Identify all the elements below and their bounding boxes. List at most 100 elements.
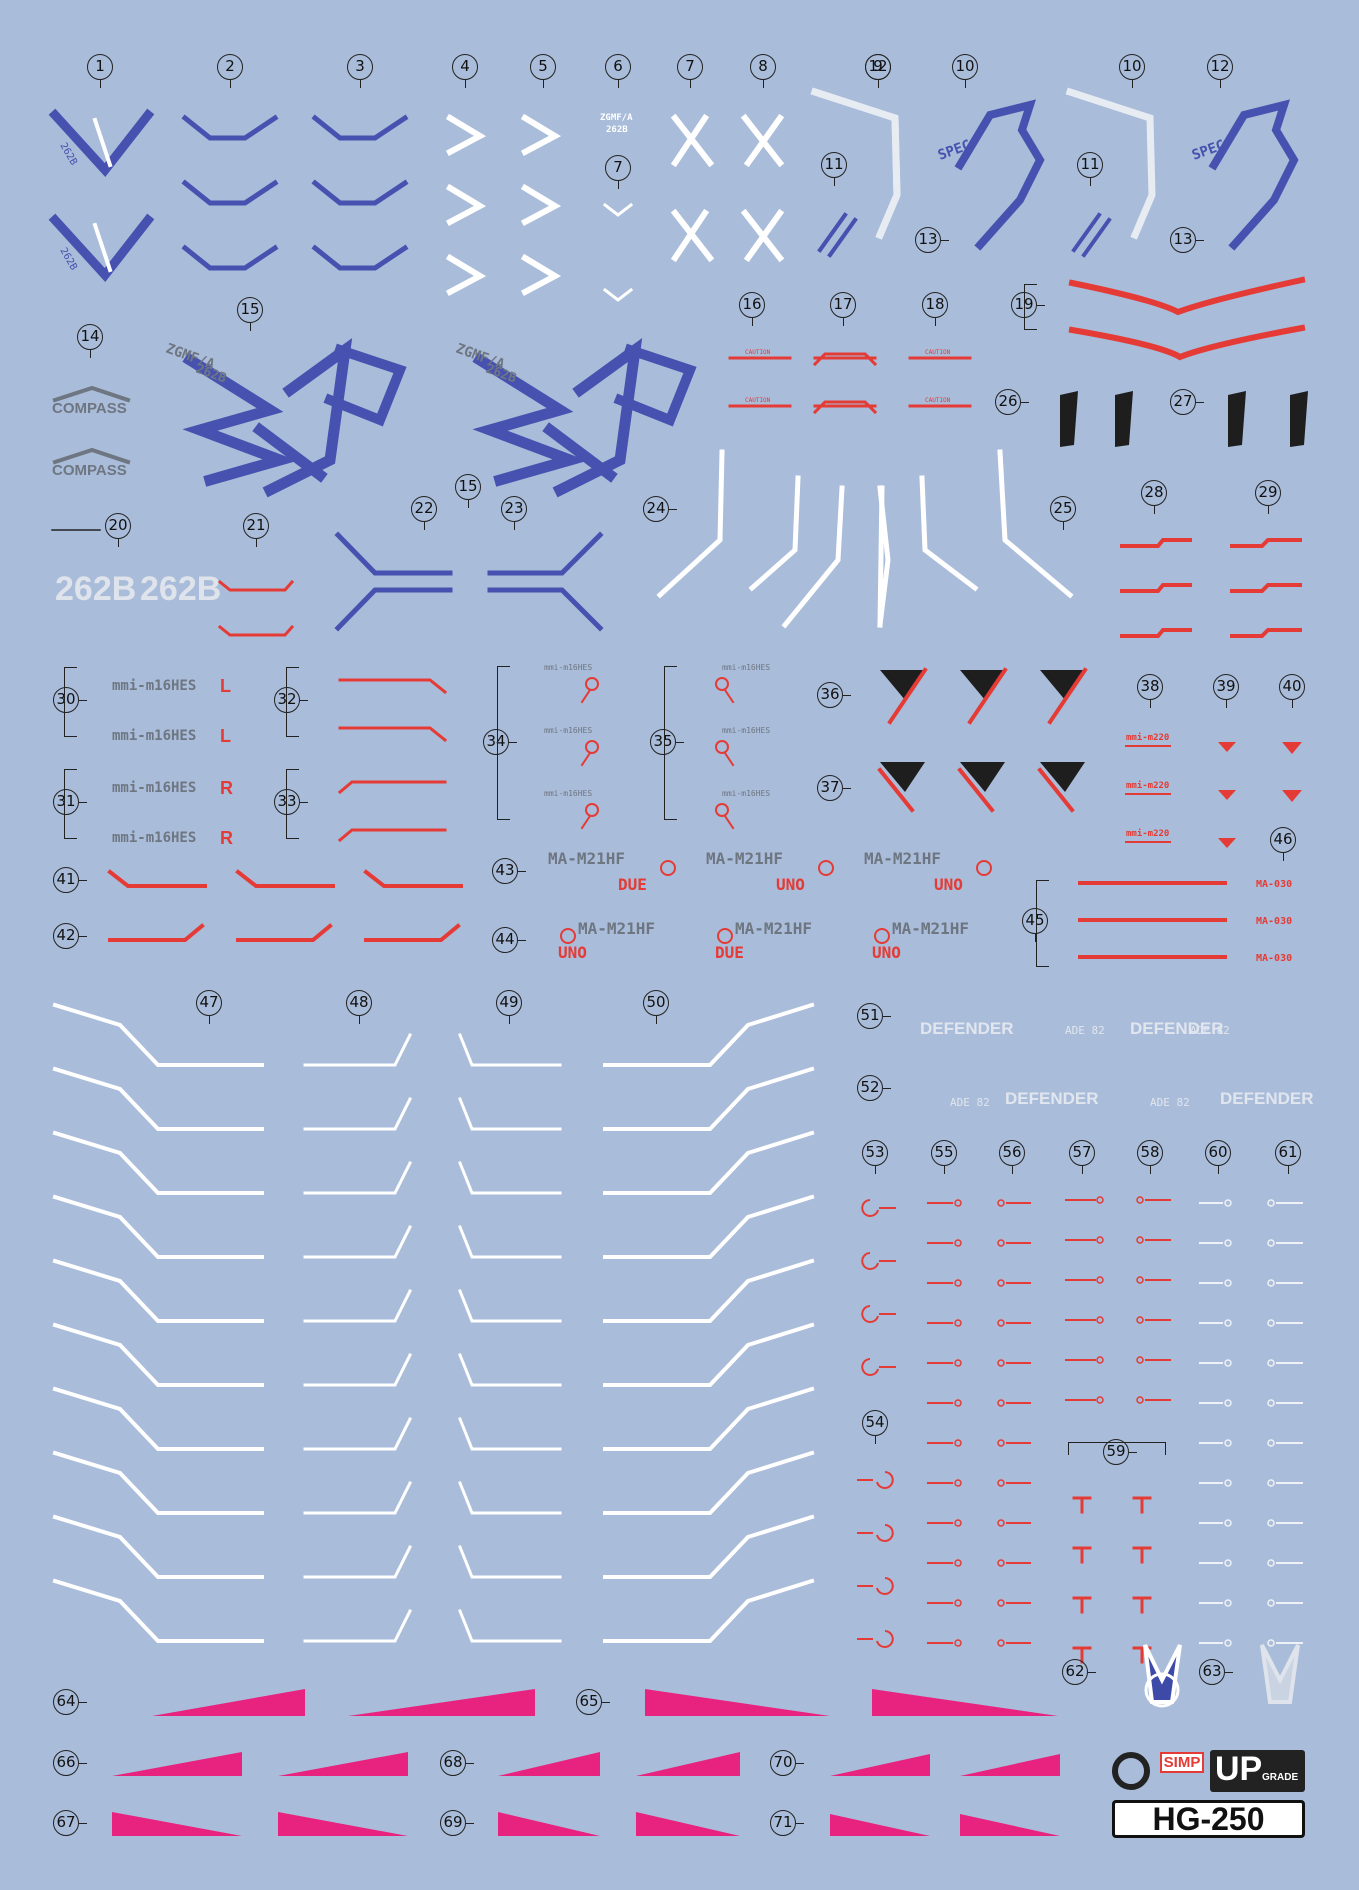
decal-35-circle	[715, 677, 729, 691]
decal-48-stripe	[303, 1224, 413, 1259]
decal-36-black	[880, 670, 925, 700]
part-number-24: 24	[643, 496, 677, 522]
decal-20-number: 262B	[55, 570, 136, 608]
decal-61-dot	[1267, 1239, 1275, 1247]
decal-42-bracket	[108, 923, 205, 942]
decal-37-red	[957, 767, 995, 813]
decal-46-text: MA-030	[1256, 879, 1292, 890]
part-number-68: 68	[440, 1750, 474, 1776]
decal-49-stripe	[458, 1225, 562, 1259]
decal-52-ade2: ADE 82	[1150, 1096, 1190, 1109]
simp-logo: SIMP	[1160, 1752, 1204, 1773]
decal-55-dot	[954, 1439, 962, 1447]
part-number-29: 29	[1255, 480, 1281, 514]
part-number-35: 35	[650, 729, 684, 755]
bracket-45	[1036, 880, 1049, 967]
decal-16-caution: CAUTION	[745, 349, 771, 356]
decal-14-arch	[52, 385, 131, 403]
decal-47-stripe	[52, 1450, 264, 1515]
bracket-30	[64, 667, 77, 737]
decal-2-bracket	[181, 179, 279, 206]
decal-69-wedge	[636, 1812, 740, 1836]
decal-33-line	[337, 828, 447, 843]
part-number-12: 12	[1207, 54, 1233, 88]
decal-2-bracket	[181, 114, 279, 141]
part-number-61: 61	[1275, 1140, 1301, 1174]
decal-22-lower	[334, 587, 453, 632]
decal-43-text: MA-M21HF	[864, 849, 941, 868]
decal-51-text: DEFENDER	[1005, 1089, 1099, 1108]
decal-47-stripe	[52, 1578, 264, 1643]
part-number-60: 60	[1205, 1140, 1231, 1174]
part-number-53: 53	[862, 1140, 888, 1174]
decal-27-fin	[1290, 391, 1308, 447]
decal-24-stripe	[919, 475, 979, 592]
decal-34-circle	[585, 803, 599, 817]
decal-44-label: UNO	[558, 943, 587, 962]
part-number-21: 21	[243, 513, 269, 547]
decal-14-text: COMPASS	[52, 400, 127, 417]
part-number-65: 65	[576, 1689, 610, 1715]
decal-49-stripe	[458, 1161, 562, 1195]
decal-42-bracket	[236, 923, 333, 942]
decal-55-dot	[954, 1319, 962, 1327]
decal-31-letter: R	[220, 778, 233, 798]
part-number-36: 36	[817, 682, 851, 708]
decal-53-arc	[861, 1358, 879, 1376]
decal-51-ade2: ADE 82	[1190, 1024, 1230, 1037]
decal-43-circle	[660, 860, 676, 876]
decal-48-stripe	[303, 1160, 413, 1195]
upgrade-logo: UP GRADE	[1210, 1750, 1305, 1792]
decal-57-dot	[1096, 1196, 1104, 1204]
decal-61-dot	[1267, 1399, 1275, 1407]
decal-61-dot	[1267, 1319, 1275, 1327]
decal-50-stripe	[603, 1130, 815, 1195]
part-number-44: 44	[492, 927, 526, 953]
decal-56-dot	[997, 1439, 1005, 1447]
decal-40-marker	[1282, 742, 1302, 754]
decal-11-stripe	[817, 212, 858, 258]
decal-50-stripe	[603, 1578, 815, 1643]
decal-34-text: mmi-m16HES	[544, 789, 592, 798]
part-number-10: 10	[1119, 54, 1145, 88]
up-text: UP	[1215, 1750, 1263, 1788]
decal-71-wedge	[960, 1814, 1060, 1836]
decal-41-bracket	[235, 869, 335, 888]
part-number-25: 25	[1050, 496, 1076, 530]
decal-50-stripe	[603, 1194, 815, 1259]
part-number-5: 5	[530, 54, 556, 88]
decal-53-arc	[861, 1199, 879, 1217]
decal-47-stripe	[52, 1130, 264, 1195]
decal-61-dot	[1267, 1479, 1275, 1487]
decal-34-text: mmi-m16HES	[544, 663, 592, 672]
decal-8-cross	[670, 113, 715, 168]
decal-31-text: mmi-m16HES	[112, 830, 196, 846]
decal-41-bracket	[107, 869, 207, 888]
decal-60-dot	[1224, 1519, 1232, 1527]
decal-15-e	[472, 352, 588, 487]
decal-37-black	[880, 762, 925, 792]
decal-64-wedge	[348, 1689, 535, 1716]
decal-44-label: UNO	[872, 943, 901, 962]
decal-38-text: mmi-m220	[1126, 780, 1169, 791]
decal-55-dot	[954, 1639, 962, 1647]
decal-35-circle	[715, 803, 729, 817]
decal-43-label: UNO	[934, 875, 963, 894]
decal-42-bracket	[364, 923, 461, 942]
decal-51-text: DEFENDER	[1220, 1089, 1314, 1108]
decal-51-text: DEFENDER	[920, 1019, 1014, 1038]
decal-28-line	[1120, 538, 1192, 548]
decal-5-chevron	[520, 113, 562, 157]
decal-26-fin	[1060, 391, 1078, 447]
decal-59-tee	[1132, 1596, 1152, 1614]
bracket-35	[664, 666, 677, 820]
decal-4-chevron	[445, 253, 487, 297]
part-number-18: 18	[922, 292, 948, 326]
product-code: HG-250	[1112, 1800, 1305, 1838]
decal-43-circle	[976, 860, 992, 876]
part-number-52: 52	[857, 1075, 891, 1101]
part-number-62: 62	[1062, 1659, 1096, 1685]
decal-35-tail	[723, 751, 735, 767]
